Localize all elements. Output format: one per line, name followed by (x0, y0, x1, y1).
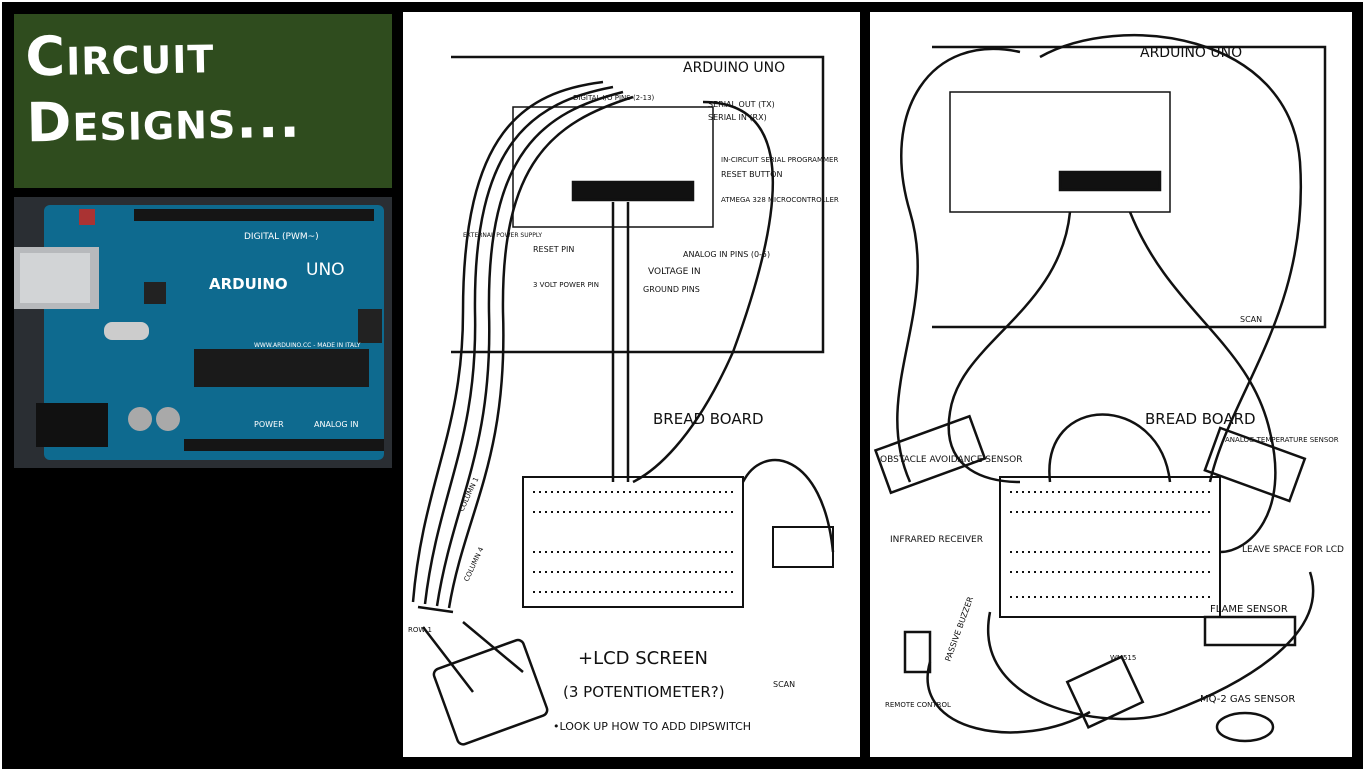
right-remote-control: REMOTE CONTROL (885, 701, 951, 709)
right-ir-receiver: INFRARED RECEIVER (890, 535, 983, 545)
photo-website: WWW.ARDUINO.CC - MADE IN ITALY (254, 342, 361, 349)
photo-digital-label: DIGITAL (PWM~) (244, 232, 319, 242)
left-note-dipswitch: •LOOK UP HOW TO ADD DIPSWITCH (553, 720, 751, 733)
right-temp-sensor: ANALOG TEMPERATURE SENSOR (1225, 436, 1339, 444)
left-label-tx: SERIAL OUT (TX) (708, 100, 775, 109)
left-label-icsp: IN-CIRCUIT SERIAL PROGRAMMER (721, 156, 838, 164)
left-breadboard-title: BREAD BOARD (653, 410, 764, 428)
left-label-rx: SERIAL IN (RX) (708, 113, 767, 122)
right-breadboard-title: BREAD BOARD (1145, 410, 1256, 428)
left-label-voltage: VOLTAGE IN (648, 267, 701, 277)
photo-power-label: POWER (254, 420, 284, 429)
left-label-3v: 3 VOLT POWER PIN (533, 281, 599, 289)
right-gas-sensor: MQ-2 GAS SENSOR (1200, 694, 1295, 705)
slide-title: Circuit Designs... (25, 20, 301, 157)
left-label-digital: DIGITAL I/O PINS (2-13) (573, 94, 655, 102)
title-line-1: Circuit (24, 22, 215, 89)
sketch-right: ARDUINO UNO BREAD BOARD OBSTACLE AVOIDAN… (870, 12, 1352, 757)
arduino-photo: ARDUINO UNO DIGITAL (PWM~) WWW.ARDUINO.C… (14, 197, 392, 468)
left-label-atmega: ATMEGA 328 MICROCONTROLLER (721, 196, 839, 204)
left-label-analog: ANALOG IN PINS (0-5) (683, 250, 770, 259)
right-lcd-space: LEAVE SPACE FOR LCD (1242, 545, 1344, 555)
left-label-ext-power: EXTERNAL POWER SUPPLY (463, 232, 542, 239)
photo-model: UNO (306, 260, 345, 280)
sketch-left: ARDUINO UNO BREAD BOARD SERIAL OUT (TX) … (403, 12, 860, 757)
left-note-lcd: +LCD SCREEN (578, 648, 708, 669)
left-label-ground: GROUND PINS (643, 285, 700, 294)
left-label-reset-button: RESET BUTTON (721, 170, 782, 179)
left-scan-label: SCAN (773, 680, 795, 689)
left-note-potentiometer: (3 POTENTIOMETER?) (563, 683, 725, 701)
right-passive-buzzer: PASSIVE BUZZER (943, 595, 975, 663)
right-arduino-title: ARDUINO UNO (1140, 45, 1242, 61)
left-keypad-row1: ROW 1 (408, 626, 432, 634)
right-obstacle-sensor: OBSTACLE AVOIDANCE SENSOR (880, 455, 1022, 465)
title-box: Circuit Designs... (14, 14, 392, 188)
photo-board-name: ARDUINO (209, 275, 288, 293)
right-scan-label: SCAN (1240, 315, 1262, 324)
left-keypad-column4: COLUMN 4 (463, 545, 486, 582)
title-line-2: Designs... (26, 86, 302, 155)
photo-analog-label: ANALOG IN (314, 420, 359, 429)
right-wm515: WM515 (1110, 654, 1136, 662)
right-flame-sensor: FLAME SENSOR (1210, 604, 1288, 615)
left-label-reset-pin: RESET PIN (533, 245, 574, 254)
left-arduino-title: ARDUINO UNO (683, 60, 785, 76)
